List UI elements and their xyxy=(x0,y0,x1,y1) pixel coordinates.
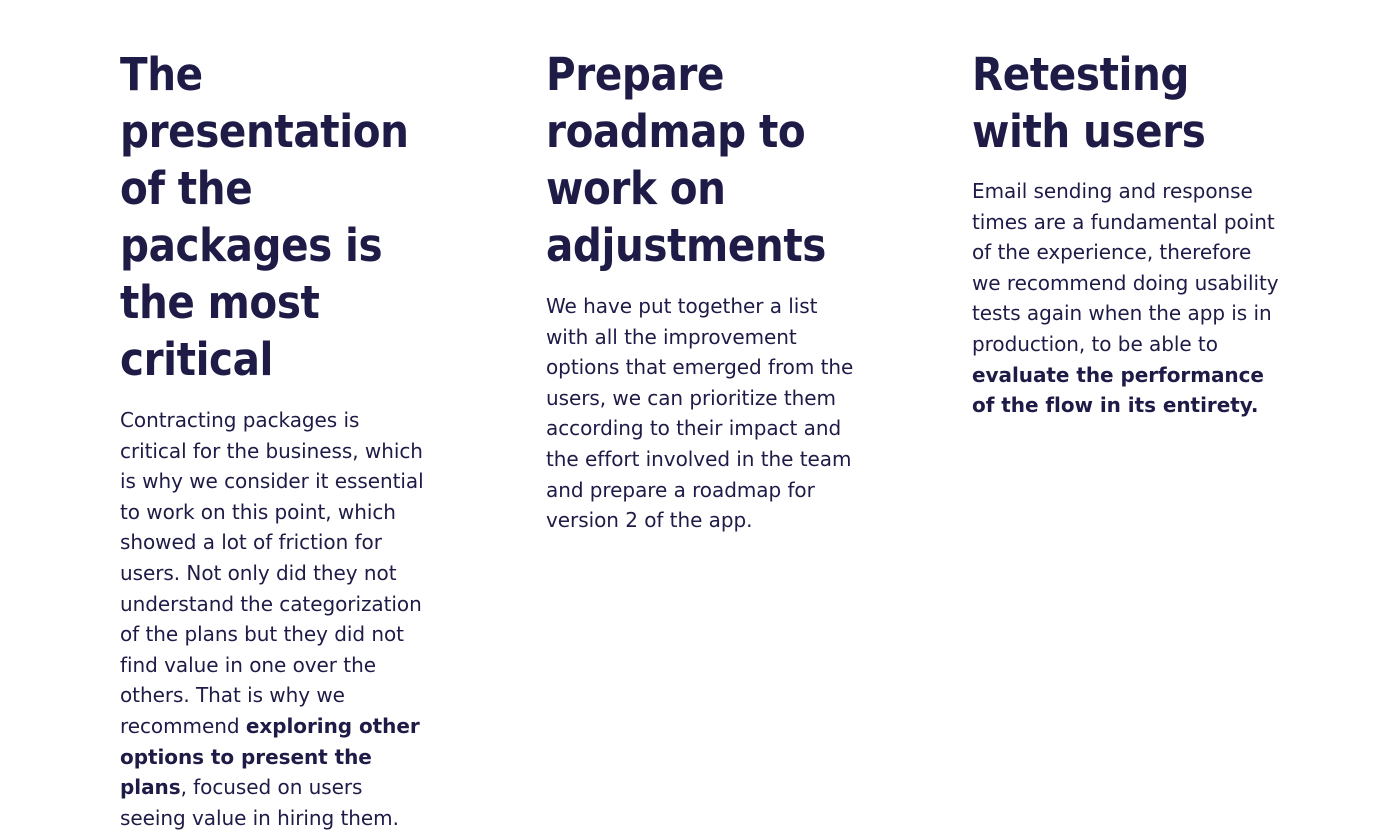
column-heading: The presentation of the packages is the … xyxy=(120,48,409,386)
body-lead-text: Email sending and response times are a f… xyxy=(972,179,1279,356)
body-lead-text: Contracting packages is critical for the… xyxy=(120,408,424,738)
column-heading: Prepare roadmap to work on adjustments xyxy=(546,48,826,272)
text-column-prepare-roadmap: Prepare roadmap to work on adjustments W… xyxy=(546,0,856,536)
column-body: Email sending and response times are a f… xyxy=(972,160,1282,421)
body-emphasis-text: evaluate the performance of the flow in … xyxy=(972,362,1264,418)
column-body: Contracting packages is critical for the… xyxy=(120,388,430,833)
text-column-retesting-with-users: Retesting with users Email sending and r… xyxy=(972,0,1282,421)
column-body: We have put together a list with all the… xyxy=(546,274,856,536)
column-heading: Retesting with users xyxy=(972,48,1206,158)
text-column-presentation-of-packages: The presentation of the packages is the … xyxy=(120,0,430,833)
body-lead-text: We have put together a list with all the… xyxy=(546,294,854,533)
slide-canvas: The presentation of the packages is the … xyxy=(120,48,1279,830)
body-emphasis-text: exploring other options to present the p… xyxy=(120,713,420,800)
